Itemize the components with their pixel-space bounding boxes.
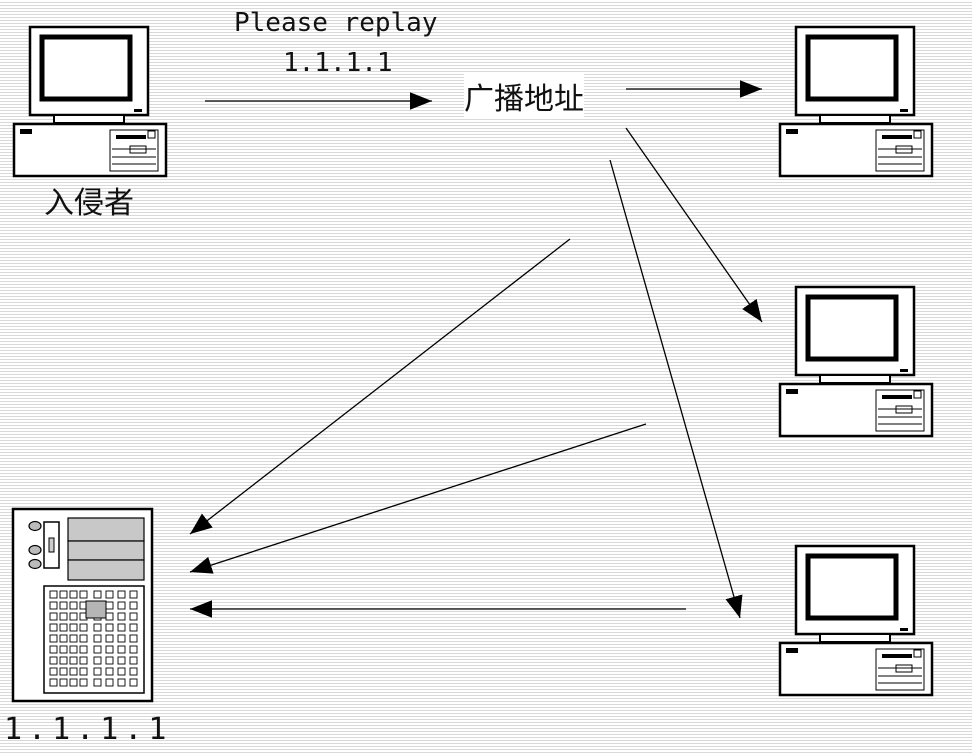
- server-grid-cell: [69, 601, 78, 610]
- server-grid-cell: [49, 634, 58, 643]
- arrows: [189, 80, 763, 619]
- server-grid-cell: [129, 623, 138, 632]
- server-grid-cell: [59, 612, 68, 621]
- server-grid-cell: [129, 678, 138, 687]
- server-grid-cell: [49, 645, 58, 654]
- server-grid-cell: [117, 623, 126, 632]
- server-grid-cell: [69, 656, 78, 665]
- host2-computer-icon: [780, 287, 932, 436]
- server-grid-cell: [105, 645, 114, 654]
- message-line2: 1.1.1.1: [283, 48, 393, 78]
- server-grid-cell: [59, 601, 68, 610]
- server-grid-cell: [69, 634, 78, 643]
- server-grid-cell: [117, 656, 126, 665]
- server-grid-cell: [93, 634, 102, 643]
- server-grid-cell: [49, 601, 58, 610]
- host3-computer-icon: [780, 546, 932, 695]
- server-grid-cell: [93, 656, 102, 665]
- server-grid-cell: [79, 678, 88, 687]
- server-grid-cell: [59, 634, 68, 643]
- server-grid-cell: [69, 612, 78, 621]
- server-grid-cell: [69, 667, 78, 676]
- server-grid-cell: [105, 623, 114, 632]
- server-grid-cell: [79, 623, 88, 632]
- server-panel-block: [85, 600, 107, 619]
- server-grid-cell: [79, 645, 88, 654]
- server-grid-cell: [49, 678, 58, 687]
- server-grid-cell: [105, 601, 114, 610]
- server-grid-cell: [117, 590, 126, 599]
- server-grid-cell: [79, 656, 88, 665]
- arrow-host2-to-victim: [189, 423, 647, 574]
- server-grid-cell: [79, 590, 88, 599]
- server-grid-cell: [129, 645, 138, 654]
- message-line1: Please replay: [234, 8, 438, 38]
- arrow-broadcast-to-host2: [625, 127, 763, 323]
- server-grid-cell: [105, 612, 114, 621]
- server-grid-cell: [93, 590, 102, 599]
- server-grid-cell: [105, 634, 114, 643]
- server-grid-cell: [69, 678, 78, 687]
- server-grid-cell: [129, 590, 138, 599]
- server-grid-cell: [79, 667, 88, 676]
- server-grid-cell: [49, 612, 58, 621]
- victim-server-icon: [11, 507, 154, 703]
- server-grid-cell: [59, 678, 68, 687]
- server-grid-cell: [117, 645, 126, 654]
- server-grid-cell: [49, 590, 58, 599]
- server-grid-cell: [79, 634, 88, 643]
- server-grid-cell: [129, 656, 138, 665]
- server-grid-cell: [117, 667, 126, 676]
- server-grid-cell: [105, 667, 114, 676]
- server-grid-cell: [93, 667, 102, 676]
- server-grid-cell: [49, 656, 58, 665]
- server-grid-cell: [93, 623, 102, 632]
- server-grid-cell: [129, 634, 138, 643]
- server-grid-cell: [93, 645, 102, 654]
- server-grid-cell: [117, 678, 126, 687]
- server-grid-cell: [117, 634, 126, 643]
- server-grid-cell: [105, 590, 114, 599]
- server-grid-cell: [59, 590, 68, 599]
- server-grid-cell: [117, 601, 126, 610]
- server-grid-cell: [129, 667, 138, 676]
- victim-ip-label: 1.1.1.1: [4, 712, 173, 747]
- host1-computer-icon: [780, 27, 932, 176]
- server-grid-cell: [129, 612, 138, 621]
- server-grid-cell: [117, 612, 126, 621]
- attacker-computer-icon: [14, 27, 166, 176]
- arrow-broadcast-to-victim: [189, 238, 571, 535]
- server-grid-cell: [59, 645, 68, 654]
- server-grid-cell: [59, 623, 68, 632]
- server-grid-cell: [59, 667, 68, 676]
- server-grid-cell: [49, 623, 58, 632]
- server-grid-cell: [105, 678, 114, 687]
- server-grid-cell: [59, 656, 68, 665]
- server-grid-cell: [105, 656, 114, 665]
- server-grid-cell: [93, 678, 102, 687]
- arrow-broadcast-to-host3: [609, 159, 743, 619]
- server-grid-cell: [69, 623, 78, 632]
- server-grid-cell: [49, 667, 58, 676]
- server-grid-cell: [69, 590, 78, 599]
- broadcast-address-label: 广播地址: [464, 74, 584, 118]
- server-grid-cell: [69, 645, 78, 654]
- server-grid-cell: [129, 601, 138, 610]
- attacker-label: 入侵者: [44, 186, 134, 221]
